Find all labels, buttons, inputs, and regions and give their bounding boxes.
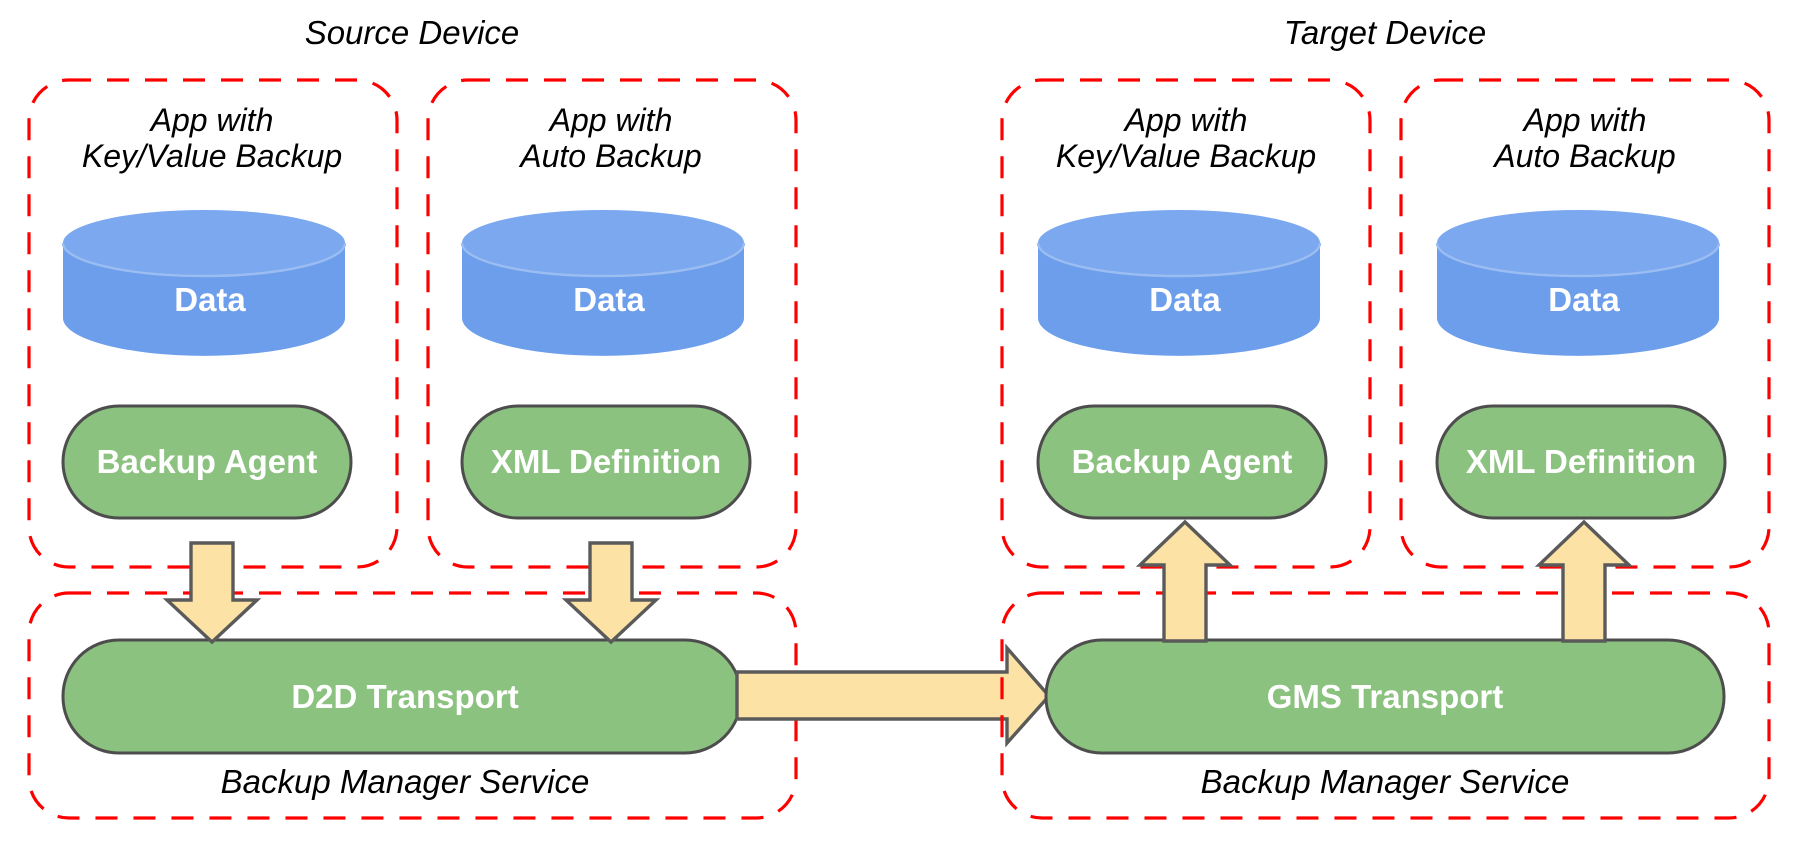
source-kv-app-title-line1: App with <box>149 102 274 138</box>
target-kv-data-label: Data <box>1149 281 1221 318</box>
source-kv-data-label: Data <box>174 281 246 318</box>
d2d-to-gms-right-arrow-icon <box>735 643 1052 748</box>
source-kv-backup-agent-label: Backup Agent <box>97 443 318 480</box>
source-auto-xml-definition-node[interactable] <box>460 404 752 520</box>
source-auto-data-label: Data <box>573 281 645 318</box>
gms-to-target-auto-up-arrow-icon <box>1534 519 1634 643</box>
target-auto-app-title-line1: App with <box>1522 102 1647 138</box>
source-auto-app-title-line1: App with <box>548 102 673 138</box>
source-auto-data-cylinder: Data <box>460 210 746 356</box>
gms-to-target-kv-up-arrow-icon <box>1135 519 1235 643</box>
target-backup-manager-service-label: Backup Manager Service <box>1201 763 1570 800</box>
target-auto-xml-definition-label: XML Definition <box>1466 443 1696 480</box>
source-kv-app-title-line2: Key/Value Backup <box>82 138 342 174</box>
target-auto-xml-definition-node[interactable] <box>1435 404 1727 520</box>
source-kv-to-d2d-down-arrow-icon <box>162 541 262 645</box>
source-auto-to-d2d-down-arrow-icon <box>561 541 661 645</box>
target-auto-data-label: Data <box>1548 281 1620 318</box>
target-kv-app-title-line1: App with <box>1123 102 1248 138</box>
target-auto-data-cylinder: Data <box>1435 210 1721 356</box>
gms-transport-node[interactable] <box>1044 638 1726 755</box>
source-auto-xml-definition-label: XML Definition <box>491 443 721 480</box>
source-device-title: Source Device <box>305 14 520 51</box>
target-device-title: Target Device <box>1284 14 1486 51</box>
target-backup-manager-service-boundary <box>1000 591 1771 820</box>
source-kv-backup-agent-node[interactable] <box>61 404 353 520</box>
source-kv-data-cylinder: Data <box>61 210 347 356</box>
source-auto-app-title-line2: Auto Backup <box>518 138 701 174</box>
target-kv-backup-agent-node[interactable] <box>1036 404 1328 520</box>
source-backup-manager-service-label: Backup Manager Service <box>221 763 590 800</box>
target-kv-app-title-line2: Key/Value Backup <box>1056 138 1316 174</box>
target-kv-data-cylinder: Data <box>1036 210 1322 356</box>
target-kv-backup-agent-label: Backup Agent <box>1072 443 1293 480</box>
gms-transport-label: GMS Transport <box>1267 678 1504 715</box>
source-backup-manager-service-boundary <box>27 591 798 820</box>
target-auto-app-title-line2: Auto Backup <box>1492 138 1675 174</box>
d2d-transport-label: D2D Transport <box>291 678 518 715</box>
